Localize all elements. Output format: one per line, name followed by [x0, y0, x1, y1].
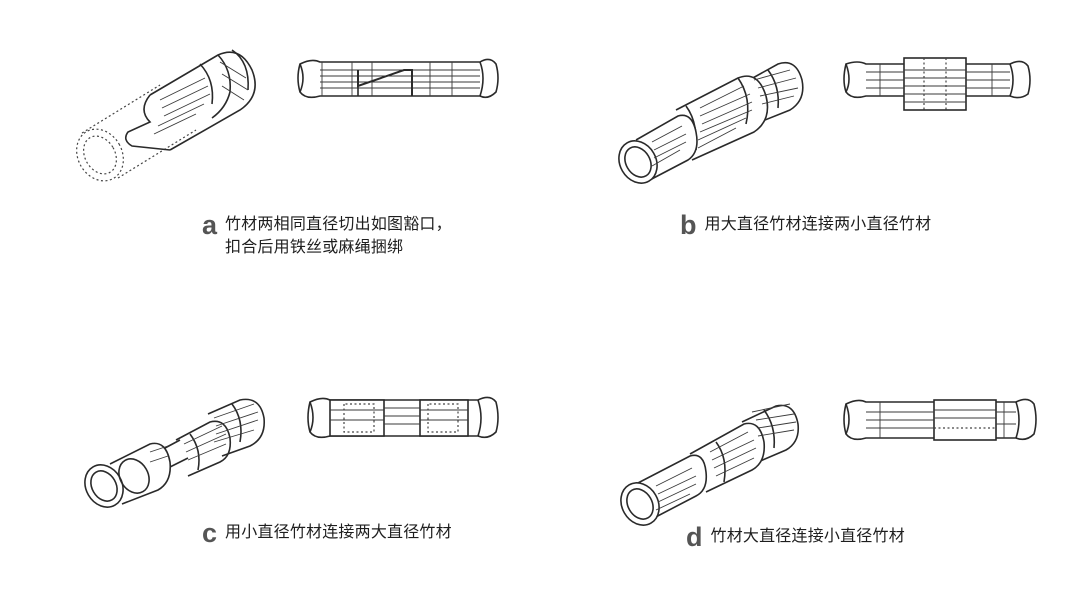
figure-b-iso-large-sleeve	[618, 57, 1031, 184]
caption-line: 用小直径竹材连接两大直径竹材	[225, 522, 452, 541]
panel-a: a 竹材两相同直径切出如图豁口， 扣合后用铁丝或麻绳捆绑	[0, 0, 540, 300]
caption-letter: d	[686, 522, 703, 552]
caption-a: a 竹材两相同直径切出如图豁口， 扣合后用铁丝或麻绳捆绑	[202, 212, 452, 258]
side-view-d	[843, 398, 1037, 441]
figure-a-iso-notched-bamboo	[76, 49, 499, 182]
caption-letter: c	[202, 518, 218, 548]
ghost-tube-outline	[76, 84, 197, 182]
side-view-a	[297, 58, 499, 99]
side-view-b	[843, 57, 1031, 111]
caption-text: 竹材两相同直径切出如图豁口， 扣合后用铁丝或麻绳捆绑	[225, 212, 452, 258]
caption-letter: b	[680, 210, 697, 240]
caption-letter: a	[202, 210, 218, 240]
iso-tube-d	[620, 403, 800, 526]
side-view-c	[307, 396, 499, 439]
figure-d-iso-large-to-small	[620, 398, 1037, 526]
caption-line: 竹材大直径连接小直径竹材	[710, 526, 905, 545]
panel-c: c 用小直径竹材连接两大直径竹材	[0, 300, 540, 603]
caption-text: 用大直径竹材连接两小直径竹材	[705, 212, 932, 235]
panel-d: d 竹材大直径连接小直径竹材	[540, 300, 1080, 603]
caption-text: 竹材大直径连接小直径竹材	[711, 524, 905, 547]
iso-tube-b	[618, 61, 804, 184]
iso-tube-c	[84, 398, 266, 508]
figure-c-iso-small-sleeve	[84, 396, 499, 508]
solid-tube	[124, 49, 256, 151]
caption-b: b 用大直径竹材连接两小直径竹材	[680, 210, 932, 240]
caption-line: 竹材两相同直径切出如图豁口，	[225, 214, 452, 233]
caption-text: 用小直径竹材连接两大直径竹材	[225, 520, 452, 543]
panel-b: b 用大直径竹材连接两小直径竹材	[540, 0, 1080, 300]
caption-line: 扣合后用铁丝或麻绳捆绑	[225, 237, 404, 256]
caption-c: c 用小直径竹材连接两大直径竹材	[202, 518, 452, 548]
caption-d: d 竹材大直径连接小直径竹材	[686, 522, 905, 552]
caption-line: 用大直径竹材连接两小直径竹材	[704, 214, 932, 233]
